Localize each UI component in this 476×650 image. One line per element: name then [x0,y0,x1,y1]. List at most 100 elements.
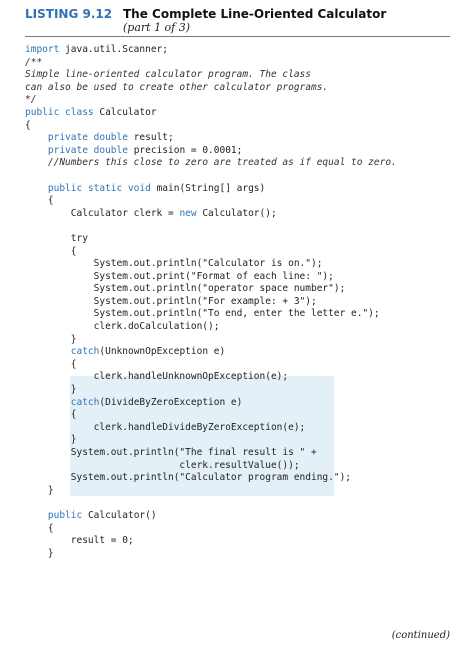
code-text: } [25,547,54,559]
code-line: System.out.println("Calculator program e… [25,472,397,485]
code-line: } [25,485,397,498]
code-text: System.out.println("The final result is … [25,447,317,458]
code-text: Calculator() [82,509,157,521]
listing-title: The Complete Line-Oriented Calculator [123,7,387,21]
code-line: private double result; [25,132,397,145]
code-text: clerk.resultValue()); [25,459,300,471]
code-text: clerk.doCalculation(); [25,321,220,333]
code-line [25,497,397,510]
code-text: { [25,409,77,421]
code-text [25,132,48,143]
code-line [25,220,397,233]
code-line: Simple line-oriented calculator program.… [25,69,397,82]
code-text: { [25,522,54,534]
code-line: clerk.handleUnknownOpException(e); [25,371,397,384]
code-keyword: catch [70,346,100,358]
code-text [25,183,48,194]
code-line: System.out.println("operator space numbe… [25,283,397,296]
code-line: { [25,120,397,133]
code-text: java.util.Scanner; [59,44,168,55]
code-text: main(String[] args) [150,182,266,194]
code-line: clerk.handleDivideByZeroException(e); [25,422,397,435]
code-line [25,170,397,183]
code-text [25,397,71,408]
code-line: public Calculator() [25,510,397,523]
code-line: //Numbers this close to zero are treated… [25,157,397,170]
code-line: { [25,246,397,259]
code-line: public class Calculator [25,107,397,120]
code-text: System.out.print("Format of each line: "… [25,270,334,282]
code-text: System.out.println("Calculator is on."); [25,258,323,270]
code-text: Calculator clerk = [25,207,180,219]
code-text: } [25,333,77,345]
code-text: } [25,384,77,396]
listing-header: LISTING 9.12 The Complete Line-Oriented … [25,6,450,37]
code-text: result = 0; [25,535,134,547]
code-line: clerk.doCalculation(); [25,321,397,334]
code-text: System.out.println("Calculator program e… [25,472,352,484]
code-text: precision = 0.0001; [127,144,243,156]
code-text: Calculator [93,106,157,118]
code-listing: import java.util.Scanner;/**Simple line-… [25,44,397,560]
code-text: (UnknownOpException e) [99,346,226,358]
code-line: Calculator clerk = new Calculator(); [25,208,397,221]
code-keyword: private double [47,144,128,156]
code-text: try [25,232,88,244]
code-comment: //Numbers this close to zero are treated… [47,157,397,169]
code-text: clerk.handleDivideByZeroException(e); [25,421,306,433]
code-text: { [25,245,77,257]
code-text: Calculator(); [196,207,277,219]
code-line: { [25,523,397,536]
highlighted-catch-blocks [70,376,334,496]
code-line: { [25,195,397,208]
code-keyword: new [179,207,197,219]
code-text: System.out.println("For example: + 3"); [25,295,317,307]
code-text: } [25,434,77,446]
code-text: (DivideByZeroException e) [99,396,243,408]
listing-subtitle: (part 1 of 3) [123,21,191,34]
code-line: result = 0; [25,535,397,548]
code-text: { [25,119,31,131]
code-line: System.out.println("The final result is … [25,447,397,460]
code-line: } [25,548,397,561]
code-text: result; [127,132,174,144]
code-keyword: catch [70,396,100,408]
code-line: System.out.println("For example: + 3"); [25,296,397,309]
code-keyword: private double [47,132,128,144]
code-line: catch(DivideByZeroException e) [25,397,397,410]
code-line: try [25,233,397,246]
code-line: } [25,334,397,347]
code-line: can also be used to create other calcula… [25,82,397,95]
code-line: clerk.resultValue()); [25,460,397,473]
code-comment: /** [25,56,43,68]
code-line: } [25,434,397,447]
code-line: } [25,384,397,397]
code-text: } [25,484,54,496]
code-keyword: public class [25,106,94,118]
code-keyword: import [25,44,60,55]
code-text: { [25,195,54,207]
code-text [25,145,48,156]
code-line: { [25,409,397,422]
code-keyword: public [47,509,83,521]
code-line: import java.util.Scanner; [25,44,397,57]
code-text [25,157,48,168]
code-line: private double precision = 0.0001; [25,145,397,158]
code-keyword: public static void [47,182,151,194]
code-line: { [25,359,397,372]
code-text: System.out.println("operator space numbe… [25,283,346,295]
listing-label: LISTING 9.12 [25,7,113,21]
code-line: catch(UnknownOpException e) [25,346,397,359]
code-line: System.out.print("Format of each line: "… [25,271,397,284]
code-text: System.out.println("To end, enter the le… [25,308,380,320]
code-comment: Simple line-oriented calculator program.… [25,69,311,81]
code-line: public static void main(String[] args) [25,183,397,196]
code-line: */ [25,94,397,107]
code-text [25,510,48,521]
code-text: clerk.handleUnknownOpException(e); [25,371,289,383]
code-line: System.out.println("To end, enter the le… [25,308,397,321]
code-comment: can also be used to create other calcula… [25,81,329,93]
code-comment: */ [25,94,37,106]
code-text [25,346,71,357]
code-line: /** [25,57,397,70]
